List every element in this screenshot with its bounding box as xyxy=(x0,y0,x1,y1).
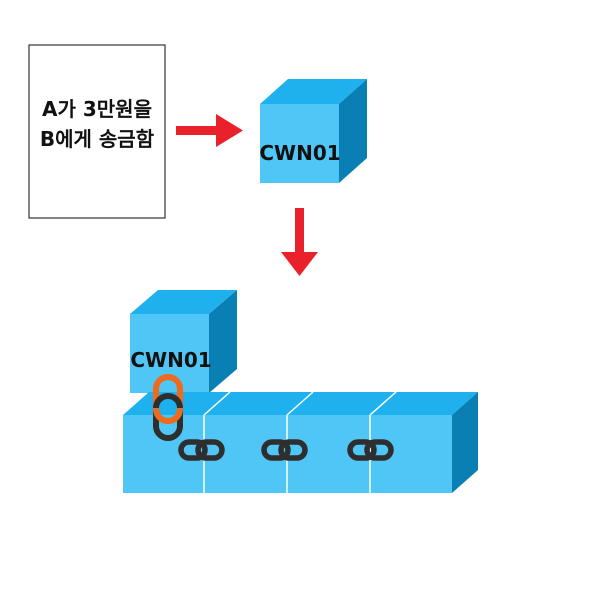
block-chain xyxy=(123,391,478,493)
note-line-2: B에게 송금함 xyxy=(40,127,155,151)
note-line-1: A가 3만원을 xyxy=(42,97,152,121)
chain-block-2-top xyxy=(204,392,313,415)
chain-block-3-front xyxy=(287,415,370,493)
vertical-chain-link-icon xyxy=(153,374,183,441)
chain-block-4-side xyxy=(452,392,478,493)
chain-block-3-top xyxy=(287,392,396,415)
note-box xyxy=(28,44,166,219)
new-block-label: CWN01 xyxy=(259,141,340,165)
attached-block: CWN01 xyxy=(130,290,237,393)
chain-block-4-front xyxy=(370,415,452,493)
new-block-top xyxy=(260,79,367,104)
attached-block-label: CWN01 xyxy=(130,348,211,372)
arrow-down-icon xyxy=(281,208,318,276)
attached-block-top xyxy=(130,290,237,314)
chain-link-icon xyxy=(261,439,308,461)
transaction-note: A가 3만원을 B에게 송금함 xyxy=(28,44,166,219)
chain-link-icon xyxy=(178,439,225,461)
new-block-side xyxy=(339,79,367,183)
new-block-front xyxy=(260,104,339,183)
new-block: CWN01 xyxy=(259,79,367,183)
chain-link-icon xyxy=(347,439,394,461)
arrow-right-icon xyxy=(176,114,243,147)
chain-block-2-front xyxy=(204,415,287,493)
chain-block-4-top xyxy=(370,392,478,415)
chain-block-1-front xyxy=(123,415,204,493)
attached-block-side xyxy=(209,290,237,393)
